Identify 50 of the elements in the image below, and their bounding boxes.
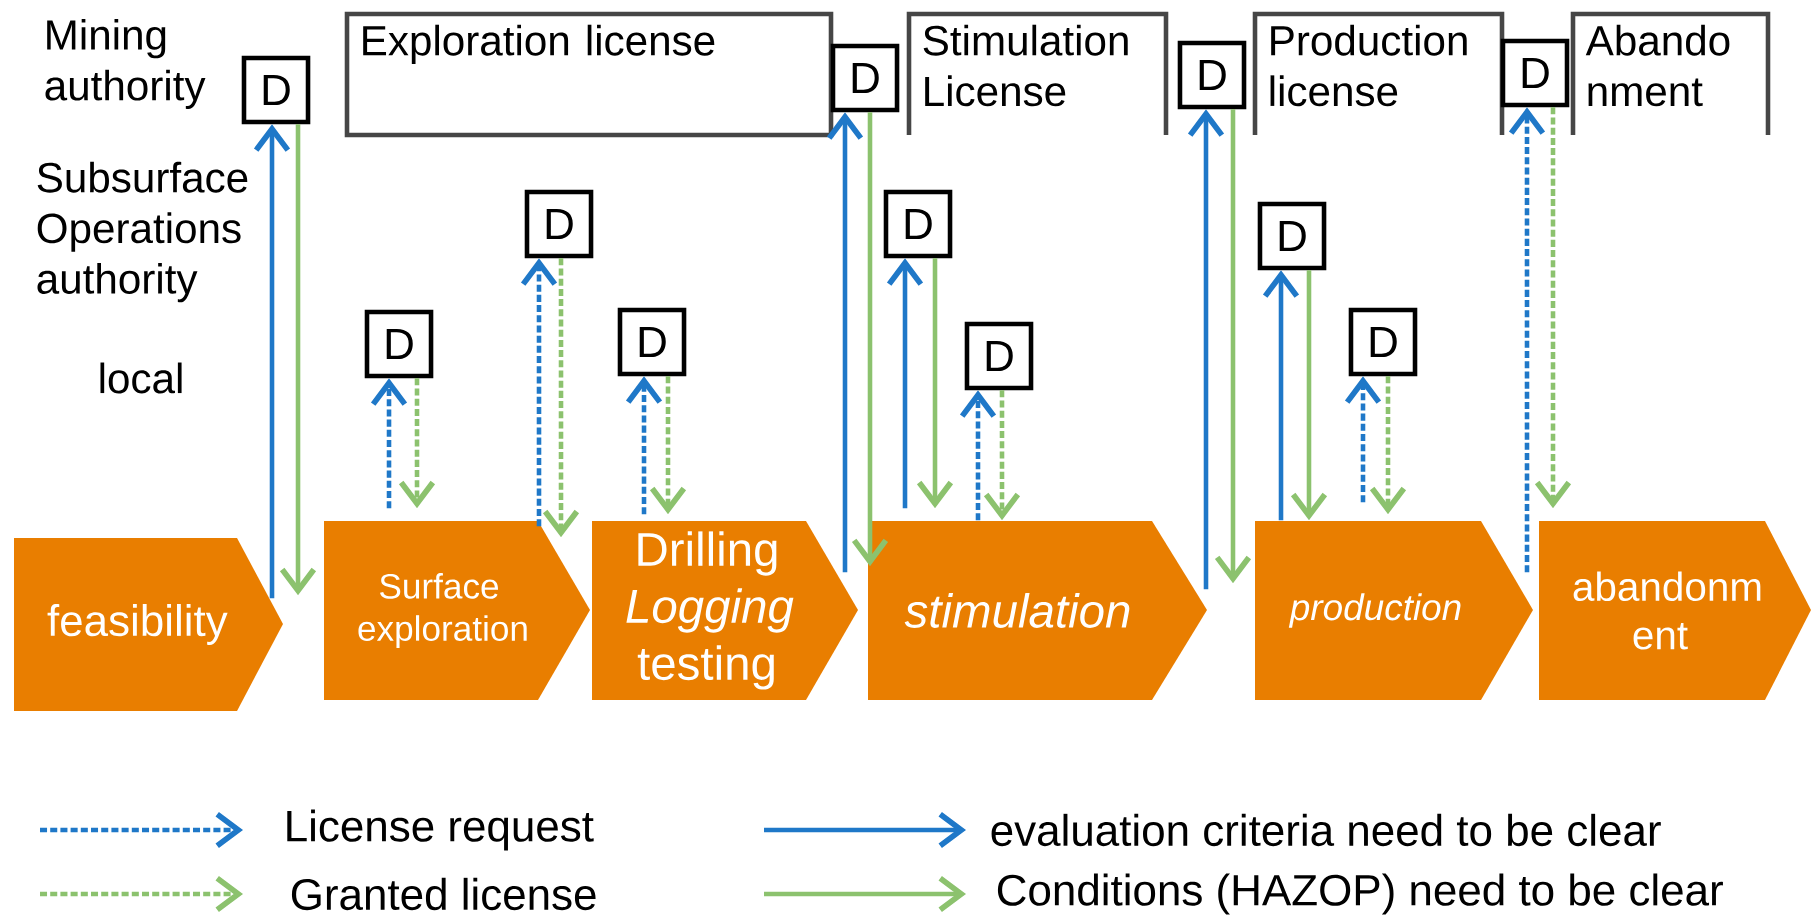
legend-text: evaluation criteria need to be clear [991,813,1661,847]
legend-text: Granted license [291,877,596,911]
phase-block: feasibility [14,538,283,711]
license-box: Abando nment [1570,11,1771,135]
license-box: Production license [1252,11,1505,135]
decision-box: D [830,43,900,113]
decision-box: D [241,55,311,125]
phase-block: abandonm ent [1539,521,1811,700]
arrow [959,390,997,521]
arrow [649,376,687,515]
arrow [916,258,954,509]
arrow [1508,107,1546,573]
phase-block: Drilling Logging testing [592,521,858,700]
license-box: Stimulation License [906,11,1169,135]
authority-label: local [100,362,182,394]
legend-text: License request [287,809,594,851]
arrow [542,258,580,538]
decision-box: D [617,307,687,377]
decision-box: D [964,321,1034,391]
arrow [253,124,291,599]
decision-box: D [524,189,594,259]
arrow [983,390,1021,521]
decision-box: D [1257,201,1327,271]
arrow [1534,107,1572,509]
arrow [520,258,558,527]
arrow [1290,270,1328,521]
decision-box: D [364,309,434,379]
authority-label: Subsurface Operations authority [37,161,248,303]
license-box: Exploration license [344,11,834,138]
phase-block: Surface exploration [324,521,590,700]
arrow [886,258,924,509]
arrow [370,378,408,509]
arrow [398,378,436,509]
arrow [1214,109,1252,584]
authority-label: Mining authority [45,19,206,109]
arrow [1344,376,1382,503]
phase-block: production [1255,521,1533,700]
legend-text: Conditions (HAZOP) need to be clear [997,873,1723,915]
decision-box: D [1500,38,1570,108]
arrow [1187,109,1225,590]
decision-box: D [1177,40,1247,110]
arrow [1369,376,1407,515]
arrow [1262,270,1300,521]
arrow [625,376,663,515]
arrow [851,112,889,567]
decision-box: D [883,189,953,259]
arrow [826,112,864,573]
phase-block: stimulation [868,521,1207,700]
decision-box: D [1348,307,1418,377]
arrow [279,124,317,596]
